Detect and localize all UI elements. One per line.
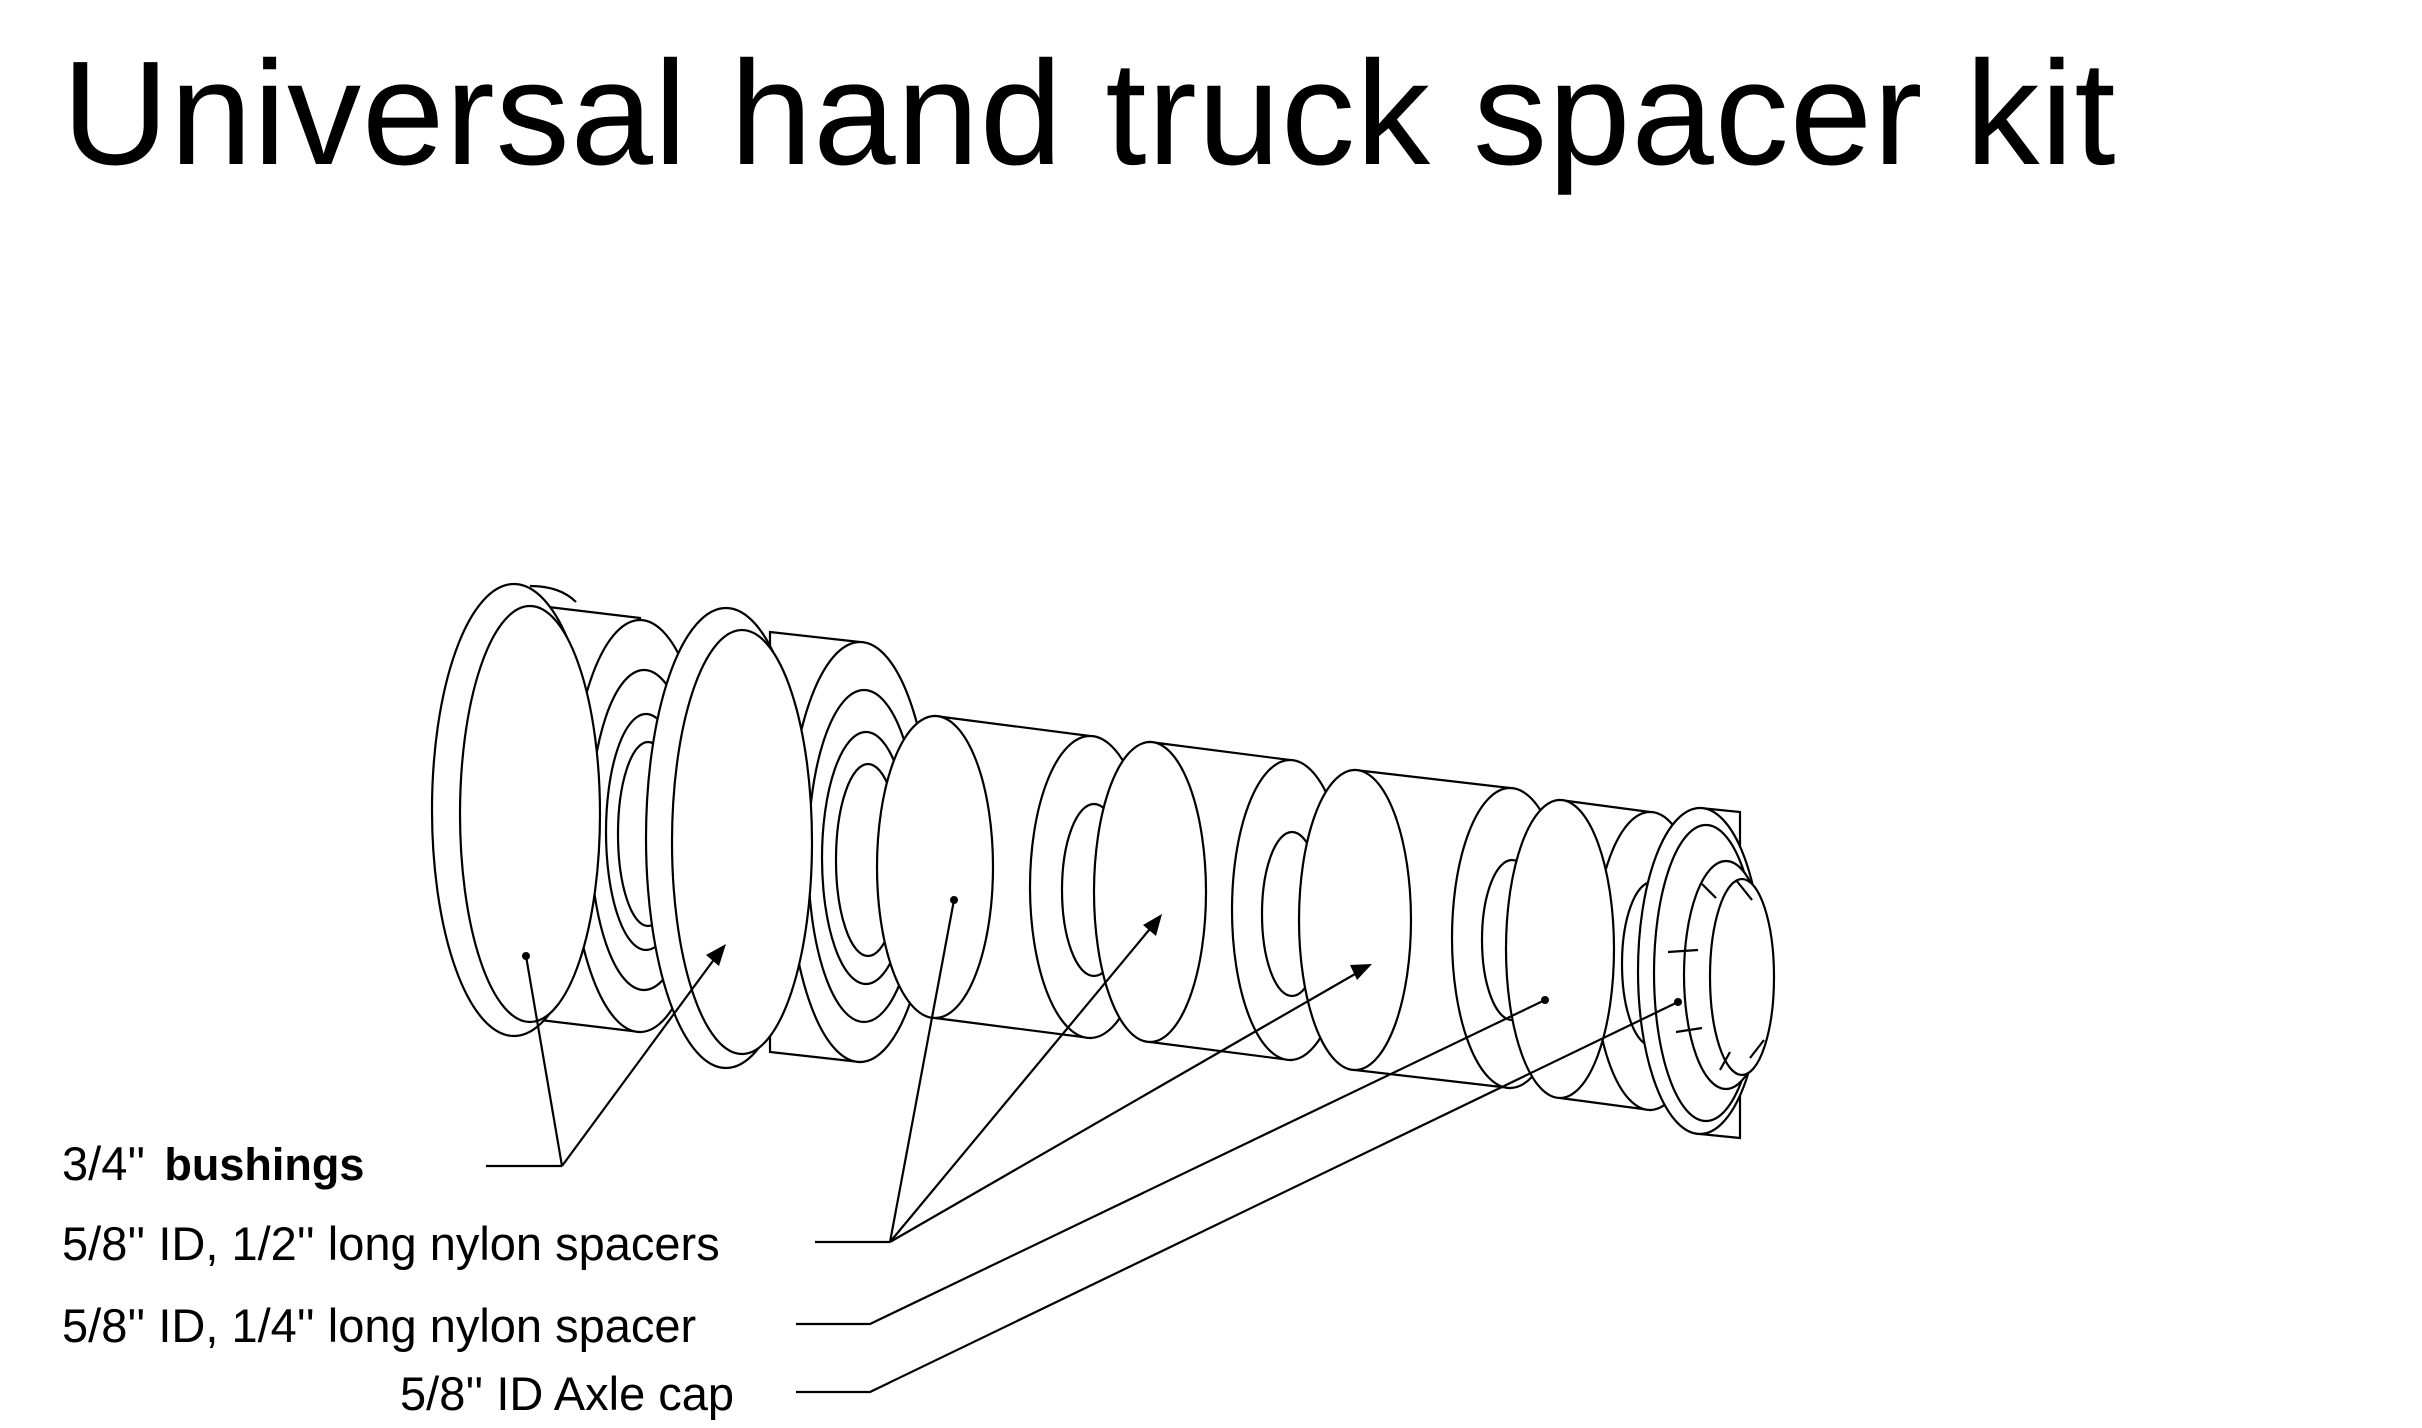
- leader-bushing-1: [524, 955, 564, 1167]
- leader-axle-cap: [796, 1001, 1679, 1394]
- leader-bushing-2: [561, 953, 719, 1167]
- bushings-size: 3/4'': [62, 1137, 146, 1190]
- half-inch-spacers-label: 5/8'' ID, 1/2'' long nylon spacers: [62, 1217, 720, 1270]
- arrowhead-bushing-2: [706, 944, 726, 966]
- bushings-name: bushings: [164, 1139, 365, 1190]
- leader-lines: [486, 899, 1679, 1394]
- bushings-label: 3/4'' bushings: [62, 1140, 364, 1187]
- quarter-inch-spacer-label: 5/8'' ID, 1/4'' long nylon spacer: [62, 1299, 697, 1352]
- page-title: Universal hand truck spacer kit: [62, 31, 2117, 196]
- axle-cap-label: 5/8'' ID Axle cap: [400, 1367, 735, 1420]
- arrowhead-half-spacer-2: [1143, 914, 1162, 936]
- axle-cap: [1636, 806, 1776, 1140]
- leader-half-spacer-2: [889, 923, 1155, 1243]
- leader-quarter-spacer: [796, 999, 1546, 1326]
- leader-half-spacer-3: [889, 969, 1363, 1243]
- arrowhead-half-spacer-3: [1350, 964, 1372, 980]
- leader-half-spacer-1: [888, 899, 956, 1243]
